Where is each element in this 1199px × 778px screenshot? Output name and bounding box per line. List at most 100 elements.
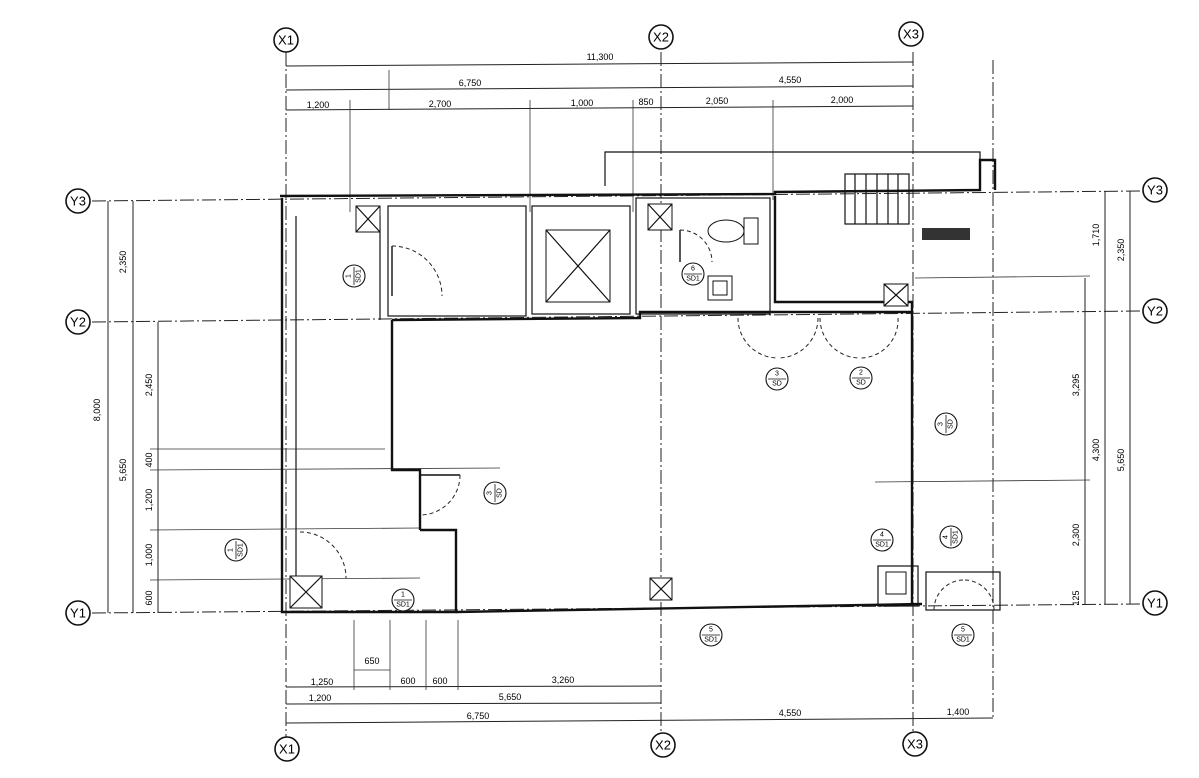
left-outer-wall: [280, 198, 458, 614]
door-tag: 6 SD1: [681, 262, 705, 286]
dim-bottom-seg: 3,260: [552, 675, 575, 685]
duct-shaft-2: [647, 203, 673, 231]
door-tag-ref: SD: [497, 488, 504, 498]
dim-right-seg: 2,300: [1071, 524, 1081, 547]
main-left-wall: [390, 320, 422, 530]
door-tag: 5 SD1: [951, 623, 975, 647]
corridor-door: [299, 531, 347, 579]
door-tag-num: 4: [943, 535, 950, 539]
main-room-door: [419, 474, 461, 516]
dim-top-seg: 2,700: [429, 99, 452, 109]
entry-recess: [925, 571, 1001, 611]
dim-right-seg: 4,300: [1091, 439, 1101, 462]
door-tag-num: 3: [938, 422, 945, 426]
dim-bottom-seg: 600: [432, 676, 447, 686]
stair-hatch: [922, 228, 970, 240]
door-tag-num: 3: [487, 491, 494, 495]
door-tag: 1 SD1: [391, 588, 415, 612]
door-tag-num: 5: [709, 627, 713, 634]
grid-label: Y3: [70, 194, 86, 209]
grid-bubble-y1-right: Y1: [1142, 590, 1168, 616]
door-tag-ref: SD1: [875, 542, 889, 549]
dim-bottom-seg: 6,750: [467, 711, 490, 721]
duct-shaft-1: [355, 205, 381, 233]
toilet-door: [679, 229, 713, 263]
grid-label: Y1: [70, 606, 86, 621]
elevator-car: [545, 229, 611, 303]
grid-bubble-x3-top: X3: [898, 21, 924, 47]
dim-right-seg: 3,295: [1071, 374, 1081, 397]
toilet-fixture: [707, 217, 759, 245]
walls: [279, 151, 1001, 614]
toilet-room: [635, 197, 771, 315]
dim-top-right: 4,550: [779, 75, 802, 85]
door-tag-ref: SD1: [686, 276, 700, 283]
dim-bottom-seg: 1,400: [947, 707, 970, 717]
grid-label: Y1: [1147, 596, 1163, 611]
dim-left-upper: 2,350: [118, 251, 128, 274]
bottom-dimensions: 1,250 650 600 600 3,260 1,200 5,650 6,75…: [285, 620, 994, 724]
dim-left-seg: 400: [144, 452, 154, 467]
alcove: [877, 565, 919, 607]
door-tag-ref: SD1: [356, 269, 363, 283]
right-dimensions: 2,350 5,650 1,710 4,300 3,295 2,300 125: [874, 191, 1131, 606]
left-dimensions: 8,000 2,350 5,650 2,450 400 1,200 1,000 …: [92, 201, 501, 613]
door-tag-ref: SD1: [953, 530, 960, 544]
door-tag: 5 SD1: [699, 623, 723, 647]
door-tag: 4 SD1: [939, 525, 963, 549]
door-tag-ref: SD1: [704, 637, 718, 644]
door-tag-num: 5: [961, 627, 965, 634]
dim-top-seg: 850: [638, 97, 653, 107]
dim-bottom-seg: 1,200: [309, 693, 332, 703]
door-tag-ref: SD: [856, 380, 866, 387]
stair-enclosure: [604, 151, 981, 190]
door-tag-num: 6: [691, 266, 695, 273]
top-dimensions: 11,300 6,750 4,550 1,200 2,700 1,000 850…: [285, 52, 914, 212]
grid-label: X3: [907, 737, 923, 752]
column-marker: [649, 577, 673, 601]
dim-top-seg: 2,050: [706, 96, 729, 106]
duct-shaft-3: [883, 283, 909, 307]
door-tag-num: 2: [859, 370, 863, 377]
double-door-right: [819, 317, 899, 359]
grid-line-y3: [91, 190, 1141, 202]
duct-shaft-4: [289, 575, 323, 609]
dim-bottom-small: 650: [364, 656, 379, 666]
grid-bubble-x3-bottom: X3: [902, 731, 928, 757]
grid-bubbles: X1 X2 X3 X1 X2 X3 Y3 Y2: [65, 21, 1168, 762]
doors: [299, 229, 995, 611]
grid-bubble-x2-top: X2: [648, 24, 674, 50]
grid-lines: [91, 52, 1141, 738]
grid-bubble-x1-top: X1: [273, 27, 299, 53]
grid-label: Y2: [70, 315, 86, 330]
dim-left-seg: 2,450: [144, 374, 154, 397]
dim-right-lower: 5,650: [1116, 449, 1126, 472]
elevator-room: [531, 205, 631, 315]
dim-bottom-seg: 600: [400, 676, 415, 686]
door-tag-ref: SD1: [238, 543, 245, 557]
door-tag: 3 SD: [934, 412, 958, 436]
dim-right-upper-seg: 1,710: [1091, 224, 1101, 247]
door-tag: 3 SD: [483, 481, 507, 505]
grid-bubble-y2-right: Y2: [1142, 298, 1168, 324]
grid-label: Y3: [1147, 183, 1163, 198]
grid-line-y2: [91, 310, 1141, 323]
dim-left-outer: 8,000: [92, 399, 102, 422]
grid-bubble-x2-bottom: X2: [650, 732, 676, 758]
door-tag: 1 SD1: [224, 538, 248, 562]
door-tag-ref: SD: [772, 381, 782, 388]
grid-bubble-y3-right: Y3: [1142, 177, 1168, 203]
door-tag-num: 1: [401, 592, 405, 599]
dim-left-seg: 1,000: [144, 544, 154, 567]
grid-label: X2: [653, 30, 669, 45]
grid-label: X1: [278, 33, 294, 48]
door-tags: 1 SD1 6 SD1 3 SD 2 SD 3 SD: [224, 262, 975, 647]
dim-left-lower: 5,650: [118, 459, 128, 482]
dim-top-seg: 1,200: [307, 100, 330, 110]
dim-right-upper: 2,350: [1116, 239, 1126, 262]
grid-bubble-x1-bottom: X1: [274, 736, 300, 762]
bottom-wall: [455, 602, 923, 614]
door-tag-ref: SD: [948, 419, 955, 429]
door-tag-num: 3: [775, 371, 779, 378]
dim-top-total: 11,300: [587, 52, 614, 62]
